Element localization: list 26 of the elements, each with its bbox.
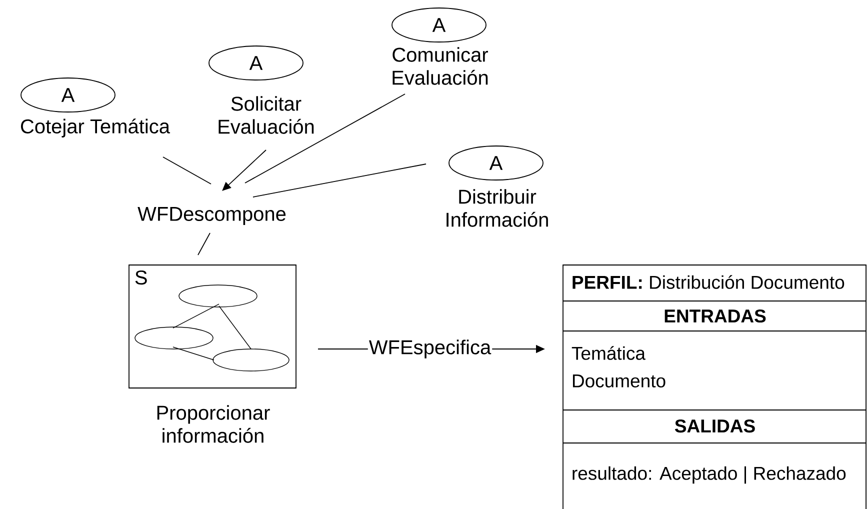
table-heading: ENTRADAS [664, 309, 766, 323]
edge-label: WFEspecifica [368, 338, 492, 360]
connector [162, 156, 212, 184]
table-heading: SALIDAS [674, 419, 755, 433]
relation-label: WFDescompone [138, 207, 286, 225]
connector [244, 94, 406, 184]
connector [222, 150, 266, 191]
activity-ellipse [134, 326, 214, 350]
connector [198, 232, 210, 256]
service-label: Proporcionar información [157, 405, 270, 443]
connector [252, 164, 426, 198]
table-text: PERFIL: Distribución Documento [572, 275, 844, 289]
activity-label: Cotejar Temática [21, 118, 170, 138]
activity-ellipse [178, 284, 258, 308]
activity-ellipse [212, 348, 290, 372]
table-text: resultado: Aceptado | Rechazado [572, 466, 846, 484]
activity-label: Comunicar Evaluación [392, 47, 488, 85]
connector [172, 304, 220, 328]
connector [218, 306, 252, 350]
profile-table [562, 264, 866, 509]
connector [172, 346, 214, 360]
service-box: S [128, 264, 296, 388]
activity-label: Distribuir Información [446, 189, 548, 227]
table-text: Temática [572, 346, 646, 360]
activity-label: Solicitar Evaluación [218, 96, 314, 134]
table-text: Documento [572, 374, 666, 388]
